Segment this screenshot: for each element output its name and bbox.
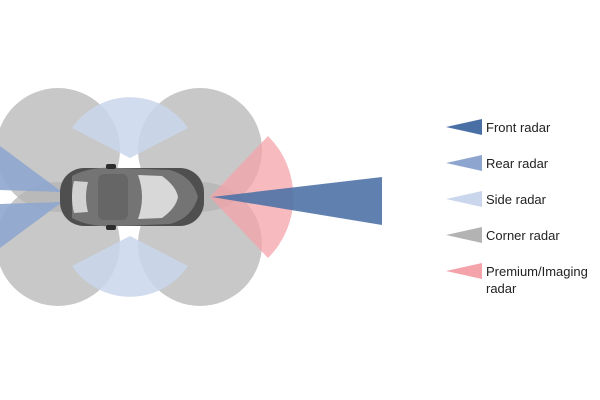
windshield <box>138 175 178 219</box>
mirror-left <box>106 164 116 169</box>
front-radar-zone <box>212 177 382 225</box>
legend-item-imaging-radar: Premium/Imaging radar <box>446 260 600 296</box>
legend-item-corner-radar: Corner radar <box>446 224 600 260</box>
side-radar-zone-right <box>72 236 188 297</box>
rear-radar-zone-upper <box>0 146 62 192</box>
rear-radar-zone-lower <box>0 202 62 248</box>
rear-radar-zones <box>0 146 62 248</box>
legend-label-corner-radar: Corner radar <box>486 228 560 243</box>
cabin-roof <box>98 174 128 220</box>
legend-item-front-radar: Front radar <box>446 116 600 152</box>
legend-label-rear-radar: Rear radar <box>486 156 549 171</box>
legend: Front radar Rear radar Side radar Corner… <box>446 116 600 296</box>
car-top-view <box>60 164 204 230</box>
rear-window <box>72 181 88 213</box>
legend-label-imaging-radar: Premium/Imaging radar <box>486 264 588 296</box>
legend-label-front-radar: Front radar <box>486 120 551 135</box>
side-radar-zones <box>72 97 188 297</box>
rear-radar-wedge-icon <box>446 155 482 171</box>
legend-item-rear-radar: Rear radar <box>446 152 600 188</box>
corner-radar-wedge-icon <box>446 227 482 243</box>
side-radar-wedge-icon <box>446 191 482 207</box>
front-radar-wedge-icon <box>446 119 482 135</box>
side-radar-zone-left <box>72 97 188 158</box>
car-roof <box>72 167 198 227</box>
mirror-right <box>106 225 116 230</box>
legend-label-side-radar: Side radar <box>486 192 546 207</box>
legend-item-side-radar: Side radar <box>446 188 600 224</box>
imaging-radar-wedge-icon <box>446 263 482 279</box>
